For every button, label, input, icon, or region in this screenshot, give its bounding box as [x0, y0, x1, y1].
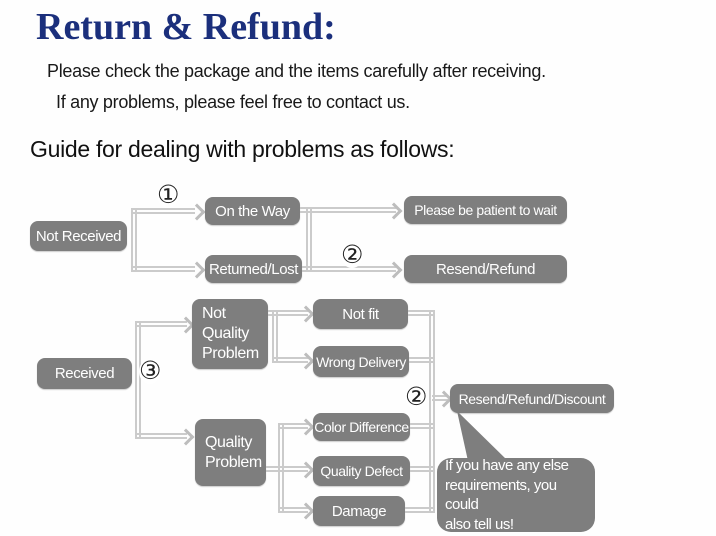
arrow-right-icon	[297, 461, 315, 479]
connector-line	[405, 507, 433, 513]
node-not-fit: Not fit	[313, 299, 408, 329]
connector-line	[306, 207, 312, 270]
intro-line-2: If any problems, please feel free to con…	[56, 92, 410, 112]
connector-line	[266, 466, 308, 472]
connector-line	[133, 208, 195, 214]
connector-line	[429, 310, 435, 513]
step-2-marker-bottom: ②	[405, 383, 428, 411]
arrow-right-icon	[188, 203, 206, 221]
speech-bubble-tail	[457, 411, 508, 461]
node-quality-defect: Quality Defect	[313, 456, 410, 486]
connector-line	[278, 507, 308, 513]
node-quality-problem: Quality Problem	[195, 419, 266, 486]
node-not-received: Not Received	[30, 221, 127, 251]
node-received: Received	[37, 358, 132, 389]
node-resend-refund: Resend/Refund	[404, 255, 567, 283]
connector-line	[410, 423, 433, 429]
connector-line	[432, 395, 448, 401]
arrow-right-icon	[385, 202, 403, 220]
connector-line	[278, 423, 308, 429]
arrow-right-icon	[297, 418, 315, 436]
page-title: Return & Refund:	[36, 6, 336, 48]
connector-line	[133, 266, 195, 272]
node-wrong-delivery: Wrong Delivery	[313, 346, 409, 377]
connector-line	[268, 310, 308, 316]
node-not-quality-problem: Not Quality Problem	[192, 299, 268, 369]
step-3-marker: ③	[139, 357, 162, 385]
connector-line	[278, 423, 284, 513]
node-please-be-patient: Please be patient to wait	[404, 196, 567, 224]
arrow-right-icon	[385, 261, 403, 279]
node-resend-refund-discount: Resend/Refund/Discount	[450, 384, 614, 413]
arrow-right-icon	[188, 261, 206, 279]
step-1-marker: ①	[157, 181, 180, 209]
node-on-the-way: On the Way	[205, 197, 300, 225]
arrow-right-icon	[177, 428, 195, 446]
guide-heading: Guide for dealing with problems as follo…	[30, 136, 455, 162]
connector-line	[409, 357, 433, 363]
node-color-difference: Color Difference	[313, 413, 410, 441]
arrow-right-icon	[297, 502, 315, 520]
node-damage: Damage	[313, 496, 405, 526]
connector-line	[300, 207, 396, 213]
arrow-right-icon	[297, 352, 315, 370]
connector-line	[272, 310, 278, 363]
intro-line-1: Please check the package and the items c…	[47, 61, 546, 81]
connector-line	[131, 208, 137, 272]
node-returned-lost: Returned/Lost	[205, 255, 302, 283]
connector-line	[137, 433, 187, 439]
connector-line	[410, 466, 433, 472]
note-speech-bubble: If you have any else requirements, you c…	[437, 457, 595, 533]
connector-line	[408, 310, 433, 316]
step-2-marker-top: ②	[341, 241, 364, 269]
arrow-right-icon	[297, 305, 315, 323]
connector-line	[137, 321, 187, 327]
connector-line	[272, 357, 308, 363]
